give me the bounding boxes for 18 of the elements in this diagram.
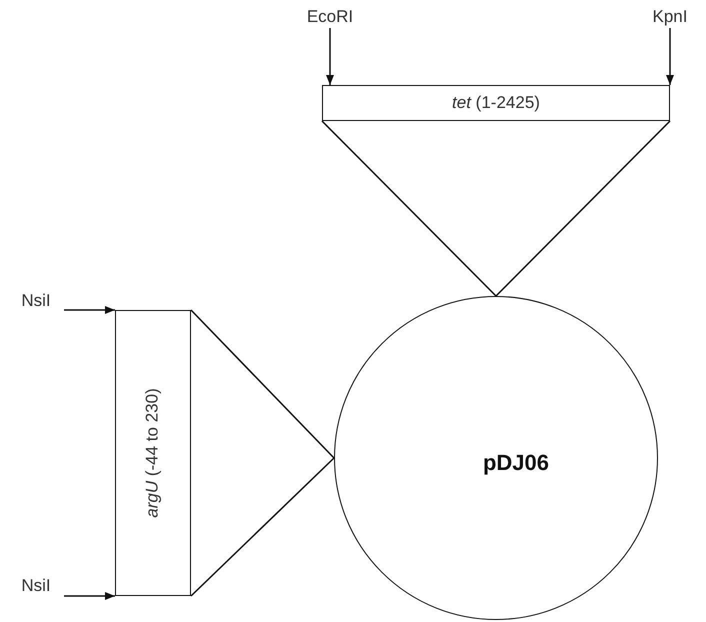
gene-insert-box [115, 310, 191, 596]
arrow [64, 306, 115, 314]
restriction-site-label: NsiI [21, 291, 51, 311]
connector-line [321, 120, 497, 297]
connector-line [495, 120, 671, 297]
gene-insert-box [322, 85, 670, 121]
plasmid-circle [334, 296, 658, 620]
restriction-site-label: NsiI [21, 576, 51, 596]
restriction-site-label: EcoRI [306, 7, 354, 27]
restriction-site-label: KpnI [652, 7, 688, 27]
arrow [64, 592, 115, 600]
gene-label: argU (-44 to 230) [143, 388, 163, 518]
arrow [326, 28, 334, 85]
arrow [666, 28, 674, 85]
plasmid-name: pDJ06 [482, 450, 550, 476]
connector-line [190, 309, 335, 459]
connector-line [190, 457, 335, 597]
gene-label: tet (1-2425) [452, 93, 540, 113]
